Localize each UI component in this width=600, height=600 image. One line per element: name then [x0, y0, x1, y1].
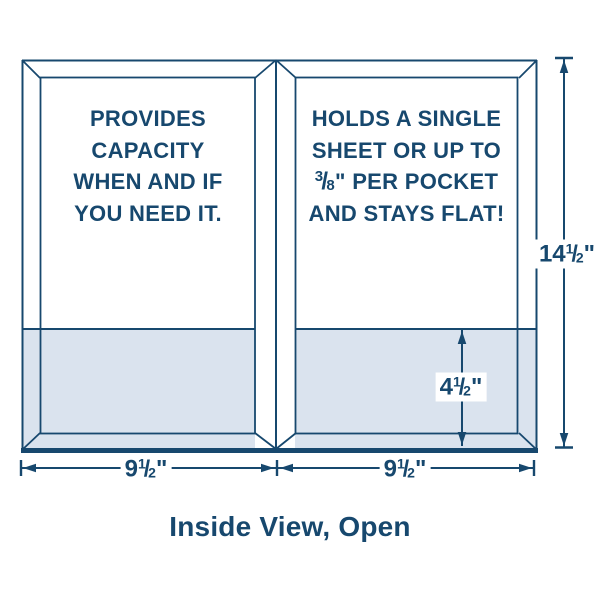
right-width-unit: ": [414, 455, 427, 483]
right-panel-line-3-rest: " PER POCKET: [335, 169, 499, 194]
bevel-line-top-left: [21, 59, 41, 79]
right-panel-inner-frame: [294, 76, 519, 435]
pocket-depth-up-arrow: [457, 331, 467, 344]
pocket-depth-frac-num: 1: [452, 373, 461, 390]
right-width-frac-slash: /: [402, 455, 410, 482]
left-panel-line-2: CAPACITY: [91, 137, 205, 163]
pocket-depth-unit: ": [470, 373, 483, 401]
pocket-depth-whole: 4: [439, 373, 453, 401]
pocket-depth-frac-slash: /: [458, 373, 466, 400]
right-panel-line-3: 3/8" PER POCKET: [295, 166, 518, 198]
bevel-line-spine-bottom-right: [275, 432, 297, 450]
left-pocket: [23, 329, 255, 449]
right-panel-line-4: AND STAYS FLAT!: [308, 200, 505, 226]
height-unit: ": [583, 240, 596, 268]
left-width-dimension-right-arrow: [261, 463, 274, 473]
left-width-frac-den: 2: [148, 464, 156, 481]
height-frac-num: 1: [565, 240, 574, 257]
right-width-whole: 9: [383, 455, 397, 483]
bevel-line-spine-top-right: [275, 59, 297, 79]
pocket-depth-dimension-label: 41/2": [435, 372, 487, 402]
right-panel-line-2: SHEET OR UP TO: [311, 137, 502, 163]
right-width-dimension-left-arrow: [280, 463, 293, 473]
right-panel-line-1: HOLDS A SINGLE: [311, 106, 502, 131]
fraction-denominator: 8: [326, 177, 336, 194]
height-frac-slash: /: [571, 240, 578, 267]
right-pocket: [295, 329, 536, 449]
left-panel-inner-frame: [39, 76, 256, 435]
left-width-dimension-left-arrow: [23, 463, 36, 473]
left-width-whole: 9: [124, 455, 138, 483]
height-dimension-down-arrow: [559, 433, 569, 446]
bevel-line-top-right: [518, 59, 538, 79]
fraction-numerator: 3: [314, 168, 324, 185]
left-panel-line-3: WHEN AND IF: [73, 169, 223, 194]
right-width-frac-num: 1: [396, 455, 405, 472]
left-panel-line-1: PROVIDES: [89, 106, 207, 131]
fraction-slash: /: [321, 168, 329, 195]
right-width-frac-den: 2: [407, 464, 415, 481]
left-width-dimension-label: 91/2": [120, 454, 172, 484]
diagram-caption: Inside View, Open: [169, 511, 411, 542]
pocket-depth-down-arrow: [457, 432, 467, 445]
bevel-line-bottom-left: [21, 432, 41, 451]
right-width-dimension-label: 91/2": [379, 454, 431, 484]
left-width-frac-slash: /: [143, 455, 151, 482]
height-dimension-label: 141/2": [534, 239, 600, 269]
left-panel-line-4: YOU NEED IT.: [74, 200, 222, 226]
right-width-dimension-right-arrow: [519, 463, 532, 473]
height-whole: 14: [538, 240, 566, 268]
right-panel-text: HOLDS A SINGLE SHEET OR UP TO 3/8" PER P…: [295, 103, 518, 229]
height-frac-den: 2: [575, 249, 584, 266]
pocket-depth-frac-den: 2: [463, 382, 471, 399]
left-panel-text: PROVIDES CAPACITY WHEN AND IF YOU NEED I…: [40, 103, 256, 229]
left-width-unit: ": [155, 455, 168, 483]
bevel-line-spine-bottom-left: [254, 432, 277, 450]
bevel-line-spine-top-left: [254, 59, 277, 79]
height-dimension-up-arrow: [559, 60, 569, 73]
left-width-frac-num: 1: [137, 455, 146, 472]
bevel-line-bottom-right: [518, 432, 538, 451]
